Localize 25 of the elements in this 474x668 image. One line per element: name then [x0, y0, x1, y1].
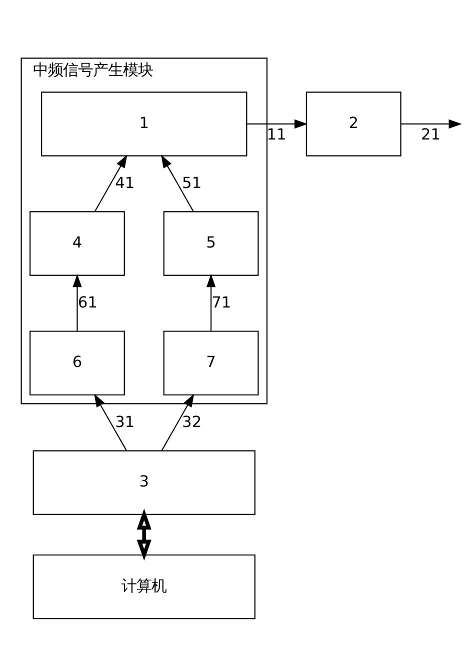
arrow: [401, 119, 462, 129]
node-box: 7: [163, 330, 259, 396]
edge-label: 61: [78, 293, 98, 312]
arrow: [72, 274, 82, 332]
edge-label: 51: [182, 174, 202, 192]
edge-label: 31: [115, 412, 135, 431]
arrow: [206, 274, 216, 332]
arrow: [246, 119, 308, 129]
node-box: 计算机: [32, 554, 256, 620]
node-box: 6: [30, 330, 125, 396]
edge-label: 71: [212, 293, 232, 312]
edge-label: 32: [182, 412, 202, 431]
edge-label: 11: [266, 126, 286, 144]
arrow: [94, 394, 128, 451]
node-box: 5: [163, 211, 259, 276]
arrow: [136, 508, 152, 561]
node-box: 2: [306, 92, 402, 156]
arrow: [161, 154, 194, 212]
edge-label: 41: [115, 174, 135, 192]
arrow: [94, 154, 128, 212]
node-box: 3: [32, 450, 256, 515]
edge-label: 21: [420, 126, 440, 144]
arrow: [161, 394, 194, 451]
node-box: 4: [30, 211, 125, 276]
node-box: 1: [41, 92, 248, 156]
